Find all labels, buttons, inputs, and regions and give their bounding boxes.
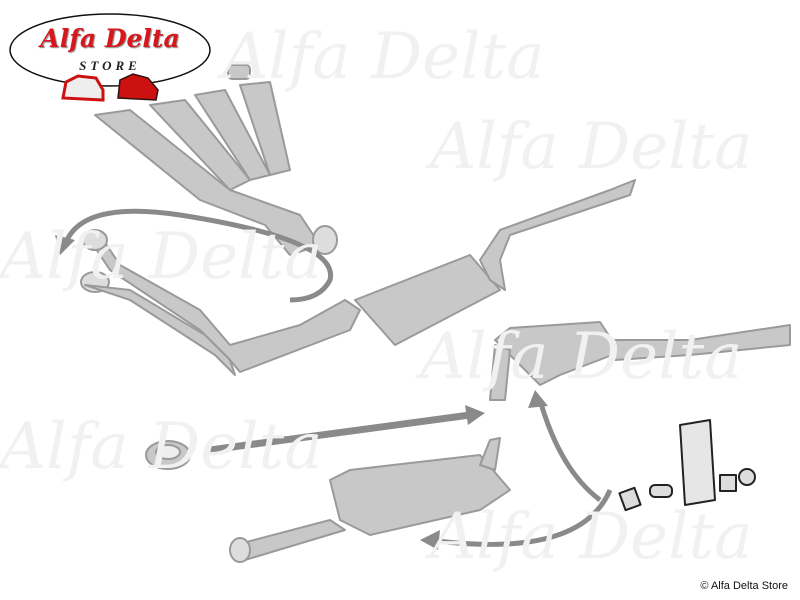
exhaust-manifold xyxy=(94,64,338,256)
cars-icon xyxy=(61,73,159,102)
lower-silencer xyxy=(229,437,511,563)
rear-silencer xyxy=(489,321,791,401)
logo-title: Alfa Delta xyxy=(40,24,180,53)
logo-subtitle: STORE xyxy=(79,58,141,73)
rubber-mount xyxy=(618,419,756,512)
store-logo[interactable]: Alfa Delta STORE xyxy=(8,10,212,102)
copyright-text: © Alfa Delta Store xyxy=(700,580,788,592)
arrows xyxy=(62,208,613,547)
center-muffler xyxy=(354,179,636,346)
